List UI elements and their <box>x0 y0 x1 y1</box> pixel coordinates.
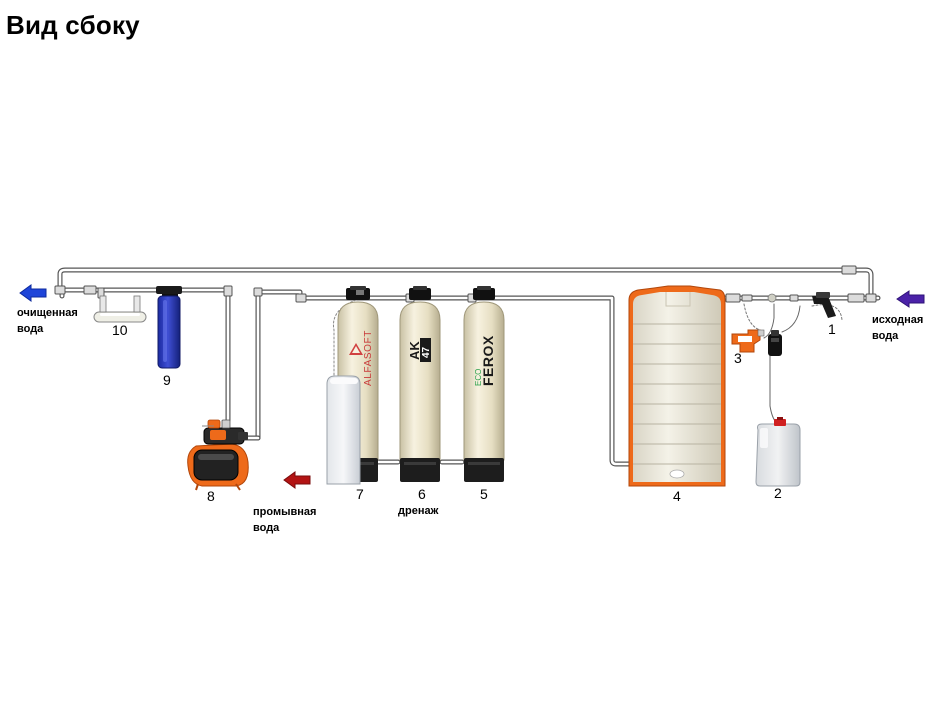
rinse-label: промывная вода <box>253 504 316 536</box>
brand-ak: AK <box>407 341 422 360</box>
outlet-label: очищенная вода <box>17 305 78 337</box>
brand-alfasoft: ALFASOFT <box>363 330 374 386</box>
pump-to-filter-pipe <box>59 287 231 423</box>
storage-tank <box>628 285 726 487</box>
drain-label: дренаж <box>398 505 439 517</box>
pump-station <box>187 419 249 491</box>
filter-ecoferox: ECO FEROX <box>463 286 505 482</box>
dosing-pump <box>768 330 782 356</box>
outlet-label-line1: очищенная <box>17 307 78 319</box>
dosing-unit <box>731 329 765 353</box>
top-return-pipe <box>57 267 874 301</box>
cartridge-filter <box>156 286 182 369</box>
component-number-10: 10 <box>112 322 128 338</box>
component-number-6: 6 <box>418 486 426 502</box>
component-number-9: 9 <box>163 372 171 388</box>
brand-ferox: FEROX <box>480 335 496 386</box>
component-number-8: 8 <box>207 488 215 504</box>
brand-eco: ECO <box>474 369 483 386</box>
brand-ak-number: 47 <box>421 346 432 358</box>
component-number-1: 1 <box>828 321 836 337</box>
reagent-canister <box>755 417 801 487</box>
filter-ak47: AK 47 <box>399 286 441 482</box>
inlet-valve <box>767 292 836 318</box>
component-number-3: 3 <box>734 350 742 366</box>
signal-line <box>743 303 843 331</box>
rinse-arrow <box>283 471 311 489</box>
inlet-arrow <box>896 290 925 308</box>
inlet-label: исходная вода <box>872 312 923 344</box>
component-number-2: 2 <box>774 485 782 501</box>
component-number-5: 5 <box>480 486 488 502</box>
pipe-fittings <box>54 265 877 303</box>
component-number-4: 4 <box>673 488 681 504</box>
rinse-label-line1: промывная <box>253 506 317 518</box>
page-title: Вид сбоку <box>6 10 140 40</box>
outlet-label-line2: вода <box>17 323 44 335</box>
uv-lamp <box>93 295 147 323</box>
rinse-label-line2: вода <box>253 522 280 534</box>
brine-cabinet <box>326 375 361 485</box>
inlet-label-line2: вода <box>872 330 899 342</box>
dosing-line <box>763 303 801 423</box>
inlet-label-line1: исходная <box>872 314 924 326</box>
alfasoft-logo-icon <box>349 343 363 355</box>
component-number-7: 7 <box>356 486 364 502</box>
outlet-arrow <box>19 284 47 302</box>
filters-header-pipe <box>255 289 633 467</box>
